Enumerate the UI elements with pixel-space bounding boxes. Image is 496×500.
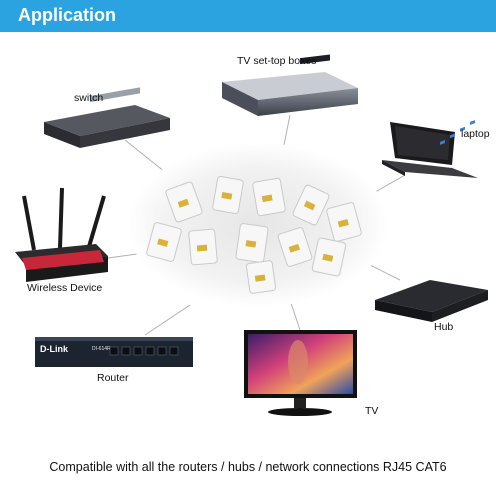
laptop-image xyxy=(382,122,478,178)
label-switch: switch xyxy=(74,92,104,104)
header-bar: Application xyxy=(0,0,496,32)
label-tv-set-top-boxes: TV set-top boxes xyxy=(237,55,317,67)
d-link-router-image: D-Link DI-614R xyxy=(35,337,193,367)
label-hub: Hub xyxy=(434,321,454,333)
caption-text: Compatible with all the routers / hubs /… xyxy=(49,460,447,474)
router-model: DI-614R xyxy=(92,346,111,352)
hub-image xyxy=(375,120,488,322)
line-router xyxy=(144,304,191,336)
switch-image xyxy=(44,87,170,148)
set-top-box-image xyxy=(222,54,358,116)
header-title: Application xyxy=(18,5,116,25)
label-laptop: laptop xyxy=(461,128,490,140)
label-tv: TV xyxy=(365,405,379,417)
router-logo: D-Link xyxy=(40,344,69,354)
label-router: Router xyxy=(97,372,129,384)
tv-image xyxy=(244,330,357,416)
rj45-connectors-image xyxy=(128,143,388,307)
wireless-router-image xyxy=(15,187,108,282)
line-tv xyxy=(289,299,301,331)
label-wireless-device: Wireless Device xyxy=(27,282,103,294)
